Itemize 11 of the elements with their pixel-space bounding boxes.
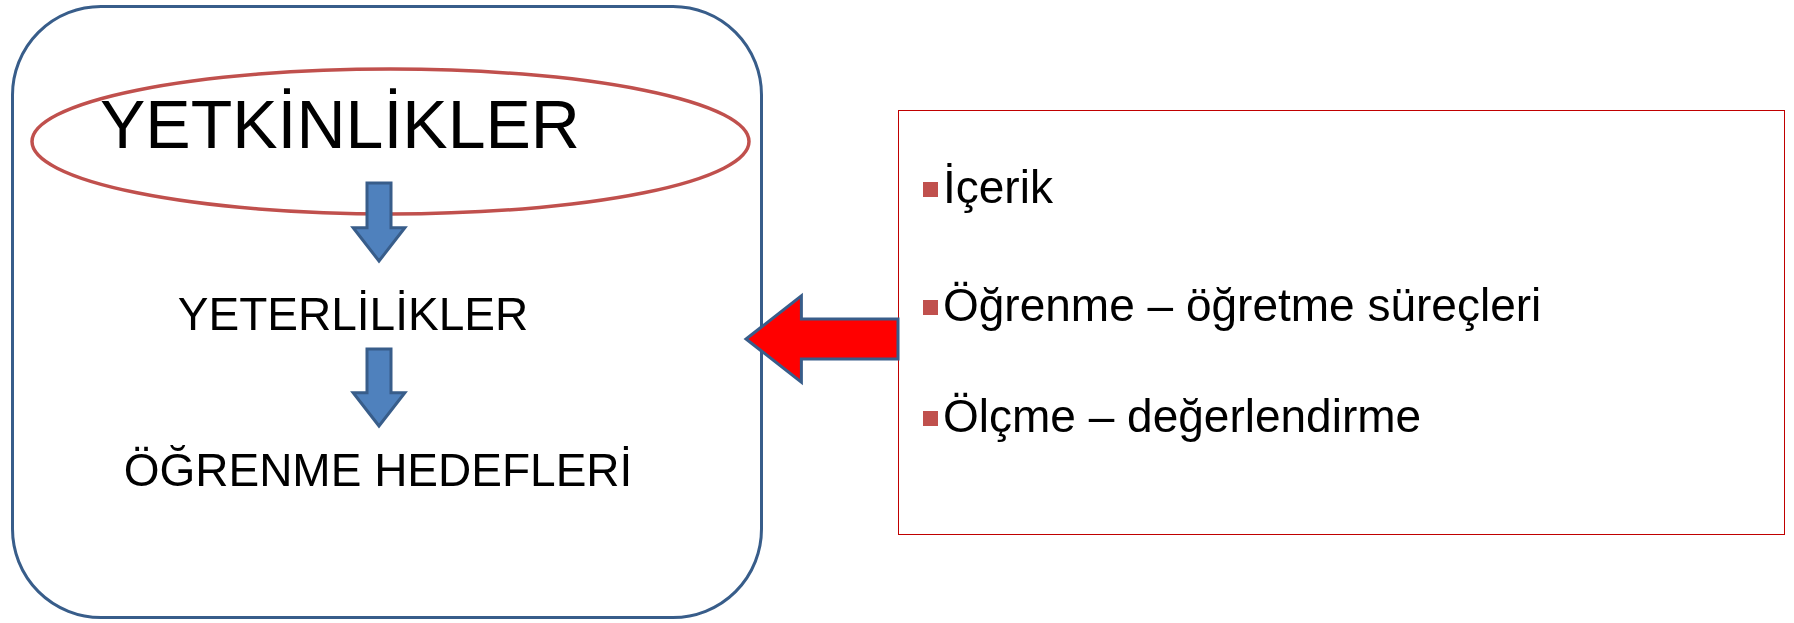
block-arrow bbox=[350, 347, 408, 429]
block-arrow bbox=[743, 292, 900, 386]
list-box bbox=[898, 110, 1785, 535]
heading-text: YETKİNLİKLER bbox=[100, 85, 580, 163]
rounded-box bbox=[11, 5, 763, 619]
list-item-text: Öğrenme – öğretme süreçleri bbox=[943, 278, 1542, 332]
level-text: YETERLİLİKLER bbox=[177, 287, 529, 341]
list-item-text: Ölçme – değerlendirme bbox=[943, 389, 1422, 443]
block-arrow bbox=[350, 181, 408, 264]
level-text: ÖĞRENME HEDEFLERİ bbox=[123, 443, 633, 497]
list-item-text: İçerik bbox=[943, 160, 1053, 214]
